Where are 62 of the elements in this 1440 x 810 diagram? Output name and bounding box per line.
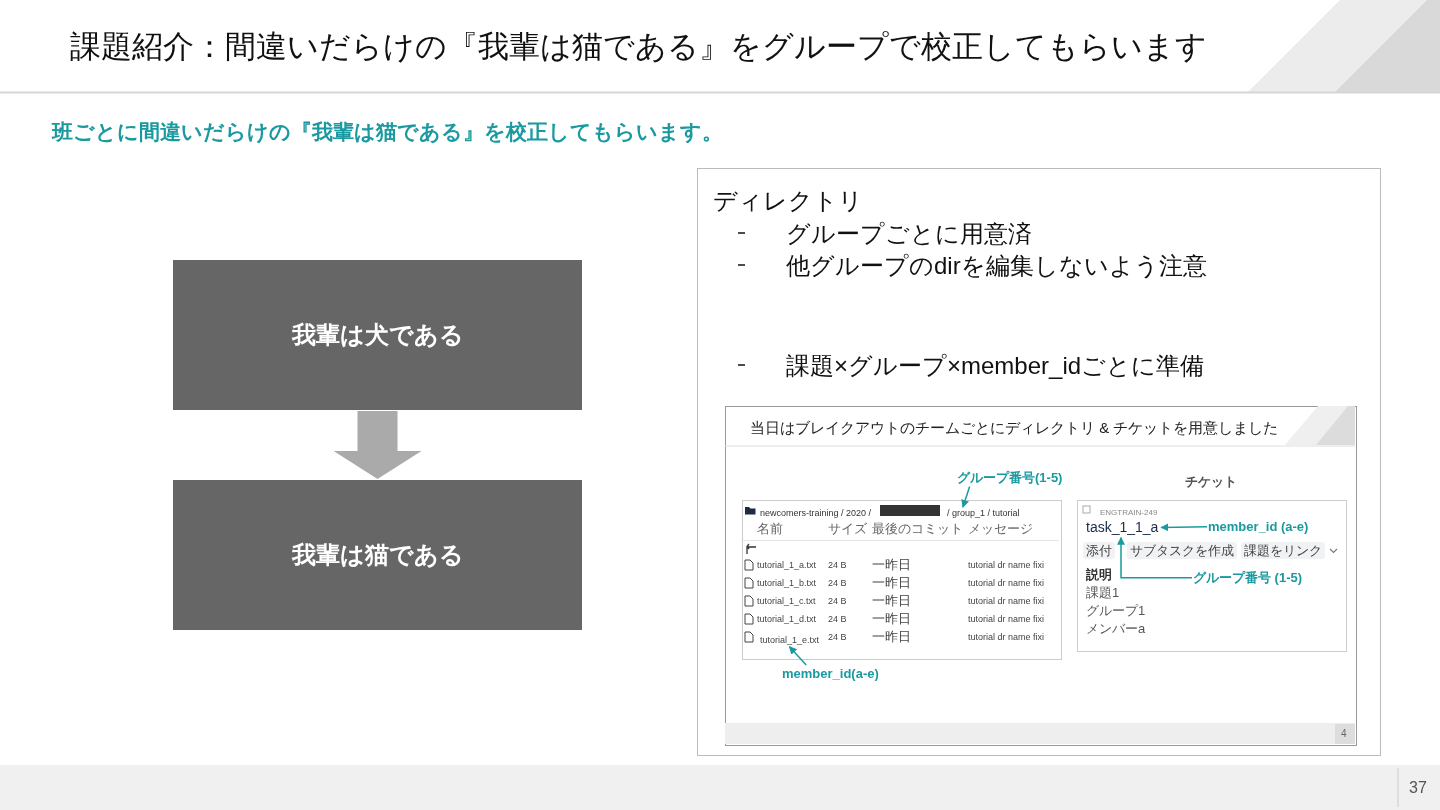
box-label: 我輩は犬である: [291, 320, 464, 350]
callout-text: グループ番号(1-5): [957, 470, 1063, 486]
column-header: 最後のコミット: [872, 521, 963, 537]
table-cell: tutorial_1_b.txt: [757, 578, 817, 589]
table-cell: tutorial dr name fixi: [968, 560, 1045, 571]
column-header: メッセージ: [968, 521, 1033, 537]
table-cell: 24 B: [828, 596, 847, 607]
table-cell: tutorial dr name fixi: [968, 614, 1045, 625]
page-number: 4: [1341, 728, 1347, 740]
subtitle: 班ごとに間違いだらけの『我輩は猫である』を校正してもらいます。: [52, 119, 723, 145]
table-cell: 一昨日: [872, 593, 911, 609]
field-text: 課題1: [1086, 585, 1120, 601]
toolbar-button: 課題をリンク: [1241, 542, 1325, 559]
bullet-text: 他グループのdirを編集しないよう注意: [786, 252, 1207, 281]
slide-heading: 当日はブレイクアウトのチームごとにディレクトリ & チケットを用意しました: [750, 419, 1279, 437]
table-cell: 一昨日: [872, 575, 911, 591]
callout-text: member_id (a-e): [1208, 519, 1309, 535]
bullet-text: グループごとに用意済: [786, 220, 1032, 249]
leader-arrow: [788, 646, 807, 666]
breadcrumb-text: / group_1 / tutorial: [947, 508, 1020, 519]
file-list-panel: [742, 500, 1062, 660]
table-cell: tutorial_1_c.txt: [757, 596, 816, 607]
breadcrumb-text: newcomers-training / 2020 /: [760, 508, 872, 519]
panel-heading: ディレクトリ: [713, 187, 863, 216]
ticket-panel: [1077, 500, 1347, 652]
bullet-text: 課題×グループ×member_idごとに準備: [786, 352, 1205, 381]
leader-arrow: [1117, 536, 1193, 579]
field-text: メンバーa: [1086, 621, 1146, 637]
block-arrow: [333, 411, 422, 479]
text-panel: [697, 168, 1381, 756]
callout-text: member_id(a-e): [782, 666, 879, 682]
leader-arrow: [1160, 523, 1208, 532]
column-header: 名前: [757, 521, 783, 537]
toolbar-button: 添付: [1083, 542, 1115, 559]
toolbar-button: サブタスクを作成: [1127, 542, 1237, 559]
table-cell: 24 B: [828, 614, 847, 625]
page-number: 37: [1409, 778, 1427, 798]
slide-screenshot: [725, 406, 1357, 746]
table-cell: 一昨日: [872, 557, 911, 573]
process-box: [173, 480, 582, 630]
table-cell: 24 B: [828, 560, 847, 571]
callout-text: グループ番号 (1-5): [1193, 570, 1303, 586]
ticket-key: ENGTRAIN-249: [1100, 508, 1158, 518]
table-cell: tutorial dr name fixi: [968, 578, 1045, 589]
table-cell: tutorial dr name fixi: [968, 596, 1045, 607]
field-text: グループ1: [1086, 603, 1146, 619]
field-heading: 説明: [1086, 567, 1112, 583]
table-cell: 24 B: [828, 578, 847, 589]
box-label: 我輩は猫である: [291, 540, 464, 570]
file-name: tutorial_1_e.txt: [760, 635, 820, 646]
slide-title: 課題紹介：間違いだらけの『我輩は猫である』をグループで校正してもらいます: [70, 28, 1207, 66]
process-box: [173, 260, 582, 410]
table-cell: tutorial dr name fixi: [968, 632, 1045, 643]
leader-arrow: [961, 485, 971, 508]
table-cell: tutorial_1_a.txt: [757, 560, 817, 571]
table-cell: 24 B: [828, 632, 847, 643]
table-cell: 一昨日: [872, 629, 911, 645]
table-cell: tutorial_1_d.txt: [757, 614, 817, 625]
ticket-title: task_1_1_a: [1086, 519, 1159, 536]
panel-heading: チケット: [1185, 474, 1237, 490]
column-header: サイズ: [828, 521, 867, 537]
table-cell: 一昨日: [872, 611, 911, 627]
